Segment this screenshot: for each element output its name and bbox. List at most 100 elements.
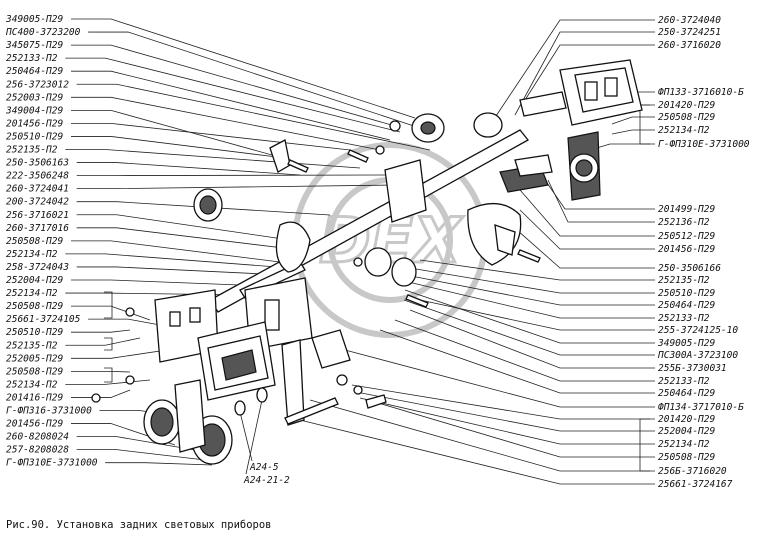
- right-label: 260-3716020: [658, 40, 721, 51]
- left-label: 252135-П2: [6, 340, 58, 351]
- right-label: 252133-П2: [658, 376, 710, 387]
- left-label: ПС400-3723200: [5, 27, 81, 38]
- leader-line: [71, 329, 131, 333]
- right-label: 250-3506166: [658, 263, 721, 274]
- right-label: 349005-П29: [657, 338, 715, 349]
- bracket-line: [104, 291, 113, 319]
- left-label: 260-8208024: [6, 432, 69, 443]
- leader-line: [71, 109, 291, 161]
- leader-line: [374, 401, 655, 458]
- right-label: 201420-П29: [658, 100, 715, 111]
- left-label: 260-3717016: [6, 223, 69, 234]
- leader-line: [547, 179, 655, 223]
- left-label: 252134-П2: [6, 379, 58, 390]
- left-label: 252133-П2: [6, 53, 58, 64]
- left-label: 349005-П29: [5, 14, 63, 25]
- left-label: 222-3506248: [6, 171, 69, 182]
- leader-line: [351, 384, 655, 420]
- leader-line: [359, 397, 655, 445]
- leader-line: [71, 44, 396, 127]
- right-label: 256Б-3716020: [658, 466, 727, 477]
- leader-line: [544, 179, 655, 210]
- leader-line: [344, 349, 655, 408]
- left-label: 256-3716021: [6, 210, 69, 221]
- leader-line: [239, 411, 253, 462]
- leader-line: [519, 189, 655, 237]
- left-label: 25661-3724105: [6, 314, 81, 325]
- leader-line: [379, 329, 655, 394]
- left-label: 250-3506163: [6, 158, 69, 169]
- right-label: 252134-П2: [658, 125, 710, 136]
- leader-line: [76, 449, 206, 461]
- leader-line: [489, 19, 655, 126]
- right-label: 250510-П29: [658, 288, 715, 299]
- leader-line: [105, 462, 213, 466]
- leader-line: [65, 149, 361, 169]
- leader-line: [71, 136, 286, 159]
- bracket-line: [639, 418, 650, 472]
- left-label: 345075-П29: [5, 40, 63, 51]
- leader-line: [71, 96, 381, 151]
- leader-line: [309, 399, 655, 472]
- bottom-label: А24-21-2: [243, 475, 290, 486]
- right-label: 250464-П29: [658, 388, 715, 399]
- leader-line: [404, 289, 655, 344]
- right-label: 252004-П29: [658, 426, 715, 437]
- leader-line: [524, 44, 655, 101]
- leader-line: [76, 436, 196, 451]
- leader-line: [409, 267, 655, 294]
- leader-line: [71, 279, 241, 286]
- left-label: 201456-П29: [6, 419, 63, 430]
- left-label: Г-ФП310Е-3731000: [6, 458, 98, 469]
- right-label-column: 260-3724040250-3724251260-3716020ФП133-3…: [657, 15, 750, 490]
- left-label: 252135-П2: [6, 145, 58, 156]
- left-label: 257-8208028: [6, 445, 69, 456]
- right-label: 201456-П29: [658, 244, 715, 255]
- leader-line: [76, 266, 286, 276]
- leader-line: [88, 318, 161, 326]
- left-label: 201416-П29: [6, 392, 63, 403]
- leader-line: [355, 391, 655, 432]
- leader-line: [88, 31, 421, 129]
- leader-line: [71, 240, 281, 263]
- leader-line: [65, 253, 291, 269]
- bracket-line: [104, 337, 113, 351]
- right-label: 250508-П29: [658, 452, 715, 463]
- right-label: Г-ФП310Е-3731000: [658, 139, 750, 150]
- right-label: ФП134-3717010-Б: [658, 402, 744, 413]
- leader-line: [71, 389, 131, 398]
- left-label: 250508-П29: [6, 366, 63, 377]
- leader-line: [409, 309, 655, 369]
- leader-line: [71, 305, 151, 321]
- right-label: ПС300А-3723100: [657, 350, 738, 361]
- leader-line: [76, 184, 396, 190]
- leader-line: [65, 57, 401, 133]
- leader-line: [403, 299, 655, 356]
- right-label: ФП133-3716010-Б: [658, 87, 744, 98]
- leader-line: [419, 259, 655, 281]
- right-label: 255Б-3730031: [658, 363, 727, 374]
- left-label: 349004-П29: [5, 105, 63, 116]
- right-label: 250508-П29: [658, 112, 715, 123]
- left-label: 250464-П29: [6, 66, 63, 77]
- bracket-line: [639, 104, 650, 145]
- leader-line: [245, 399, 263, 475]
- left-label: 200-3724042: [6, 197, 69, 208]
- leader-line: [71, 18, 416, 119]
- left-label: 250508-П29: [6, 301, 63, 312]
- leader-line: [514, 31, 655, 116]
- leader-line: [99, 410, 151, 413]
- leader-line: [76, 214, 291, 241]
- left-label: 252005-П29: [6, 353, 63, 364]
- right-label: 201499-П29: [658, 204, 715, 215]
- left-label: 252134-П2: [6, 288, 58, 299]
- leader-line: [76, 201, 331, 216]
- right-label: 260-3724040: [658, 15, 721, 26]
- left-label: 201456-П29: [6, 118, 63, 129]
- leader-line: [71, 370, 131, 373]
- leader-line: [65, 337, 141, 346]
- right-label: 250464-П29: [658, 300, 715, 311]
